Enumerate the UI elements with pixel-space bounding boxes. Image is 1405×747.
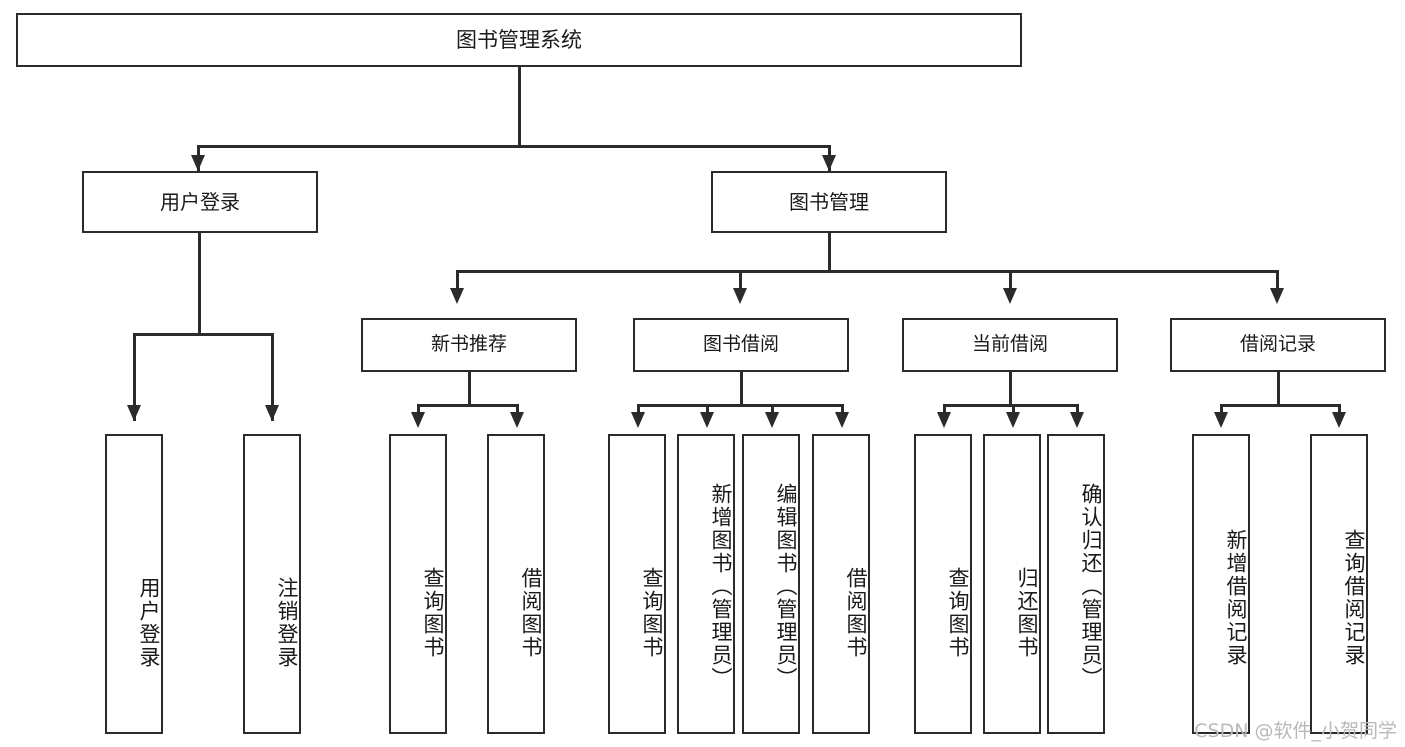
- arrow-leaf-add-record: [1214, 412, 1228, 428]
- connector-root-trunk: [518, 67, 521, 145]
- node-current-borrow[interactable]: 当前借阅: [902, 318, 1118, 372]
- node-user-login[interactable]: 用户登录: [82, 171, 318, 233]
- arrow-leaf-user-login: [127, 405, 141, 421]
- arrow-to-book-borrow: [733, 288, 747, 304]
- connector-book-mgmt-trunk: [828, 233, 831, 272]
- node-root-system[interactable]: 图书管理系统: [16, 13, 1022, 67]
- arrow-to-user-login: [191, 155, 205, 171]
- arrow-leaf-return-book: [1006, 412, 1020, 428]
- connector-borrow-record-fanbar: [1220, 404, 1340, 407]
- arrow-leaf-borrow-book-2: [835, 412, 849, 428]
- leaf-query-borrow-record[interactable]: 查询借阅记录: [1310, 434, 1368, 734]
- arrow-leaf-query-book-2: [631, 412, 645, 428]
- connector-user-login-right: [271, 333, 274, 421]
- arrow-leaf-confirm-return: [1070, 412, 1084, 428]
- arrow-to-book-mgmt: [822, 155, 836, 171]
- connector-user-login-left: [133, 333, 136, 421]
- arrow-leaf-borrow-book-1: [510, 412, 524, 428]
- arrow-to-new-book-recommend: [450, 288, 464, 304]
- arrow-leaf-edit-book: [765, 412, 779, 428]
- connector-new-book-fanbar: [417, 404, 519, 407]
- leaf-user-login[interactable]: 用户登录: [105, 434, 163, 734]
- connector-to-borrow-record: [1276, 270, 1279, 298]
- node-book-management[interactable]: 图书管理: [711, 171, 947, 233]
- leaf-logout[interactable]: 注销登录: [243, 434, 301, 734]
- node-book-borrow[interactable]: 图书借阅: [633, 318, 849, 372]
- arrow-to-borrow-record: [1270, 288, 1284, 304]
- node-borrow-record[interactable]: 借阅记录: [1170, 318, 1386, 372]
- leaf-query-book-current[interactable]: 查询图书: [914, 434, 972, 734]
- leaf-borrow-book-recommend[interactable]: 借阅图书: [487, 434, 545, 734]
- leaf-query-book-borrow[interactable]: 查询图书: [608, 434, 666, 734]
- arrow-leaf-query-book-3: [937, 412, 951, 428]
- connector-to-current-borrow: [1009, 270, 1012, 298]
- connector-user-login-fanbar: [133, 333, 272, 336]
- connector-borrow-record-trunk: [1277, 372, 1280, 406]
- leaf-add-book-admin[interactable]: 新增图书（管理员）: [677, 434, 735, 734]
- leaf-borrow-book-borrow[interactable]: 借阅图书: [812, 434, 870, 734]
- leaf-confirm-return-admin[interactable]: 确认归还（管理员）: [1047, 434, 1105, 734]
- connector-user-login-trunk: [198, 233, 201, 335]
- node-new-book-recommend[interactable]: 新书推荐: [361, 318, 577, 372]
- connector-current-borrow-trunk: [1009, 372, 1012, 406]
- leaf-add-borrow-record[interactable]: 新增借阅记录: [1192, 434, 1250, 734]
- arrow-to-current-borrow: [1003, 288, 1017, 304]
- connector-to-book-borrow: [739, 270, 742, 298]
- arrow-leaf-add-book: [700, 412, 714, 428]
- watermark-text: CSDN @软件_小贺同学: [1194, 720, 1397, 742]
- leaf-query-book-recommend[interactable]: 查询图书: [389, 434, 447, 734]
- connector-to-new-book: [456, 270, 459, 298]
- leaf-edit-book-admin[interactable]: 编辑图书（管理员）: [742, 434, 800, 734]
- connector-book-borrow-trunk: [740, 372, 743, 406]
- connector-book-mgmt-fanbar: [456, 270, 1277, 273]
- connector-root-fanbar: [197, 145, 831, 148]
- connector-book-borrow-fanbar: [637, 404, 843, 407]
- arrow-leaf-query-record: [1332, 412, 1346, 428]
- arrow-leaf-query-book-1: [411, 412, 425, 428]
- arrow-leaf-logout: [265, 405, 279, 421]
- connector-new-book-trunk: [468, 372, 471, 406]
- leaf-return-book[interactable]: 归还图书: [983, 434, 1041, 734]
- connector-current-borrow-fanbar: [943, 404, 1078, 407]
